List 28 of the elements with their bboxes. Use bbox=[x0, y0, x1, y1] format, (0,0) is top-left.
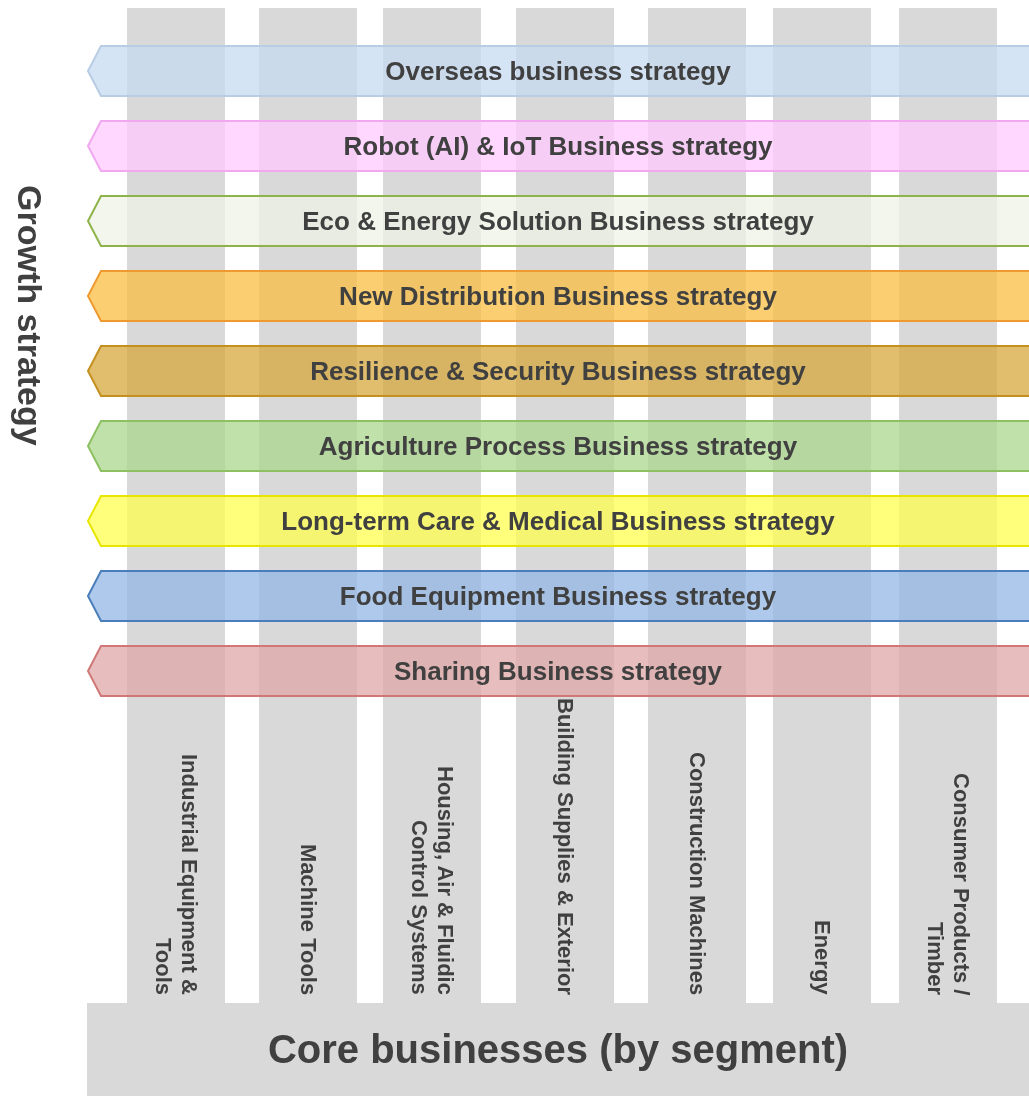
strategy-arrow-band bbox=[87, 645, 1029, 697]
strategy-arrow-band bbox=[87, 570, 1029, 622]
band-label: Food Equipment Business strategy bbox=[339, 580, 777, 612]
band-label: Overseas business strategy bbox=[385, 55, 731, 87]
segment-label: Machine Tools bbox=[295, 843, 321, 995]
segment-label: Housing, Air & Fluidic Control Systems bbox=[406, 765, 458, 995]
segment-label: Building Supplies & Exterior bbox=[552, 697, 578, 995]
strategy-arrow-band bbox=[87, 345, 1029, 397]
base-bar bbox=[87, 1003, 1029, 1096]
band-label: Sharing Business strategy bbox=[394, 655, 722, 687]
band-label: Agriculture Process Business strategy bbox=[318, 430, 798, 462]
band-label: Eco & Energy Solution Business strategy bbox=[302, 205, 814, 237]
band-label: Resilience & Security Business strategy bbox=[310, 355, 806, 387]
strategy-arrow-band bbox=[87, 195, 1029, 247]
strategy-arrow-band bbox=[87, 45, 1029, 97]
band-label: Long-term Care & Medical Business strategy bbox=[281, 505, 835, 537]
strategy-arrow-band bbox=[87, 420, 1029, 472]
band-label: New Distribution Business strategy bbox=[339, 280, 777, 312]
segment-label: Construction Machines bbox=[684, 751, 710, 995]
axis-title: Growth strategy bbox=[10, 185, 49, 446]
base-label: Core businesses (by segment) bbox=[267, 1027, 849, 1072]
strategy-arrow-band bbox=[87, 120, 1029, 172]
strategy-arrow-band bbox=[87, 270, 1029, 322]
band-label: Robot (AI) & IoT Business strategy bbox=[343, 130, 773, 162]
segment-label: Industrial Equipment & Tools bbox=[150, 753, 202, 995]
segment-label: Energy bbox=[809, 920, 835, 995]
segment-label: Consumer Products / Timber bbox=[922, 771, 974, 995]
strategy-arrow-band bbox=[87, 495, 1029, 547]
